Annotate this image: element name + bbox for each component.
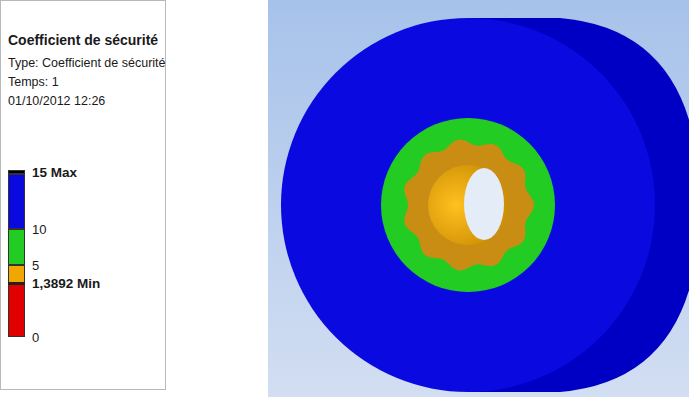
scale-value: 15 Max <box>32 165 77 180</box>
scale-value: 0 <box>32 330 39 345</box>
legend-title: Coefficient de sécurité <box>8 32 158 48</box>
scale-swatch <box>8 229 25 265</box>
legend-info: 01/10/2012 12:26 <box>8 94 105 108</box>
scale-value: 1,3892 Min <box>32 276 100 291</box>
min-marker <box>8 282 25 285</box>
scale-value: 5 <box>32 258 39 273</box>
scale-swatch <box>8 265 25 283</box>
legend-info: Type: Coefficient de sécurité <box>8 56 166 70</box>
scale-value: 10 <box>32 222 46 237</box>
legend-info: Temps: 1 <box>8 75 59 89</box>
scale-swatch <box>8 174 25 229</box>
scale-swatch <box>8 283 25 337</box>
